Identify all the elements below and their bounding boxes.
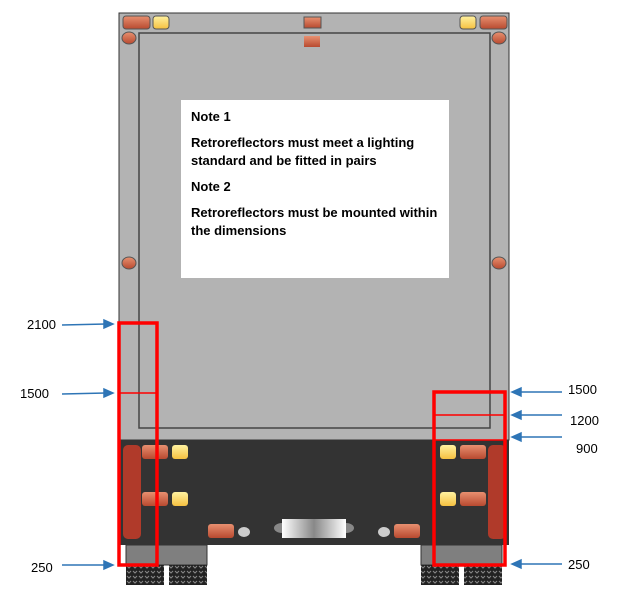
dim-right-1200: 1200 bbox=[570, 413, 599, 428]
dim-right-900: 900 bbox=[576, 441, 598, 456]
rear-bumper bbox=[119, 440, 509, 545]
dim-left-250: 250 bbox=[31, 560, 53, 575]
wheels bbox=[125, 544, 503, 585]
note-2-text: Retroreflectors must be mounted within t… bbox=[191, 205, 438, 238]
reflector-zone-right bbox=[432, 390, 507, 567]
reflector-zone-left bbox=[117, 321, 159, 567]
dim-left-1500: 1500 bbox=[20, 386, 49, 401]
note-1-title: Note 1 bbox=[191, 109, 231, 124]
notes-box: Note 1 Retroreflectors must meet a light… bbox=[181, 100, 449, 278]
note-1-text: Retroreflectors must meet a lighting sta… bbox=[191, 135, 415, 168]
dim-right-250: 250 bbox=[568, 557, 590, 572]
top-marker-lights bbox=[121, 15, 508, 270]
dimension-arrows bbox=[61, 318, 562, 571]
note-2-title: Note 2 bbox=[191, 179, 231, 194]
dim-right-1500: 1500 bbox=[568, 382, 597, 397]
dim-left-2100: 2100 bbox=[27, 317, 56, 332]
